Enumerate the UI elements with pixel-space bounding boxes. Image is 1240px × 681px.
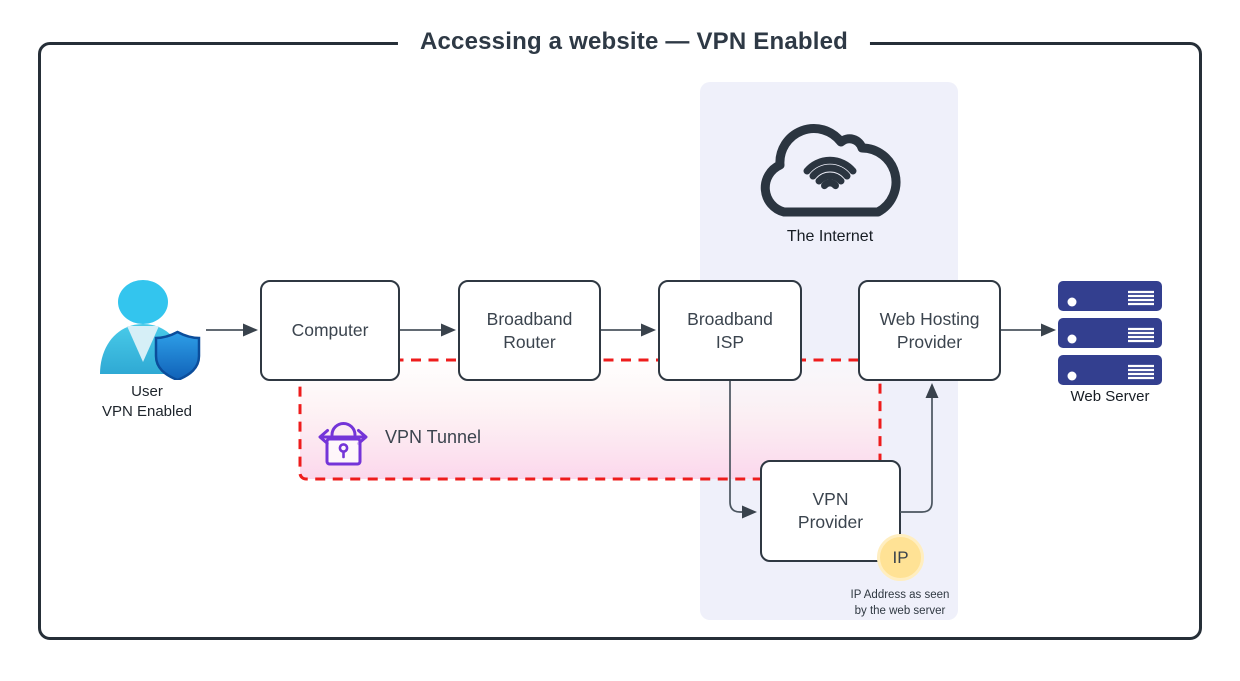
- ip-caption: IP Address as seen by the web server: [850, 589, 950, 617]
- vpn-tunnel-label: VPN Tunnel: [385, 427, 482, 447]
- node-web-hosting-provider: Web Hosting Provider: [858, 280, 1001, 381]
- user-icon: [100, 280, 201, 380]
- web-server-label: Web Server: [1070, 388, 1150, 405]
- diagram-frame: [38, 42, 1202, 640]
- shield-icon: [154, 330, 201, 380]
- internet-label: The Internet: [786, 228, 874, 245]
- wifi-icon: [803, 156, 857, 190]
- user-label: User VPN Enabled: [101, 383, 193, 420]
- ip-badge: IP: [877, 534, 924, 581]
- node-computer: Computer: [260, 280, 400, 381]
- diagram-title: Accessing a website — VPN Enabled: [397, 26, 871, 58]
- cloud-icon: [760, 124, 901, 217]
- node-broadband-isp: Broadband ISP: [658, 280, 802, 381]
- padlock-icon: [318, 422, 368, 466]
- server-stack-icon: [1058, 281, 1162, 385]
- node-broadband-router: Broadband Router: [458, 280, 601, 381]
